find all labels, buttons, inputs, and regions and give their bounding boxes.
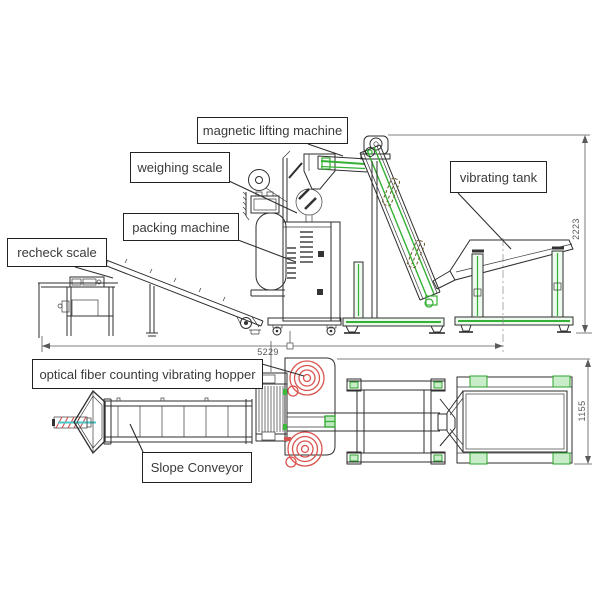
label-vibrating-tank: vibrating tank — [450, 161, 547, 193]
vibrating-tank-plan-drawing — [437, 375, 573, 465]
slope-conveyor-drawing — [52, 389, 253, 455]
leader-lines — [74, 143, 512, 453]
hopper-plan-drawing — [255, 357, 347, 468]
dimension-overall-height: 2223 — [571, 218, 581, 240]
label-slope-conveyor: Slope Conveyor — [142, 452, 252, 483]
recheck-scale-drawing — [38, 276, 118, 338]
label-magnetic-lifting-machine: magnetic lifting machine — [197, 117, 348, 144]
vibrating-bowl-coil-bottom — [285, 431, 323, 468]
dimension-5229-lines — [41, 331, 503, 372]
elevator-plan-drawing — [335, 378, 456, 465]
magnetic-lifting-machine-drawing — [317, 135, 445, 334]
vibrating-tank-drawing — [432, 238, 574, 352]
dimension-plan-width: 1155 — [577, 400, 587, 422]
label-packing-machine: packing machine — [123, 213, 239, 241]
vibrating-bowl-coil-top — [287, 360, 325, 397]
label-optical-fiber-counting-vibrating-hopper: optical fiber counting vibrating hopper — [32, 359, 263, 389]
dimension-overall-length: 5229 — [257, 347, 279, 357]
dimension-1155-lines — [337, 358, 592, 465]
dimension-2223-lines — [388, 134, 592, 334]
packing-machine-drawing — [242, 150, 342, 336]
label-recheck-scale: recheck scale — [7, 238, 107, 267]
takeaway-conveyor-drawing — [98, 257, 264, 337]
label-weighing-scale: weighing scale — [130, 152, 230, 183]
